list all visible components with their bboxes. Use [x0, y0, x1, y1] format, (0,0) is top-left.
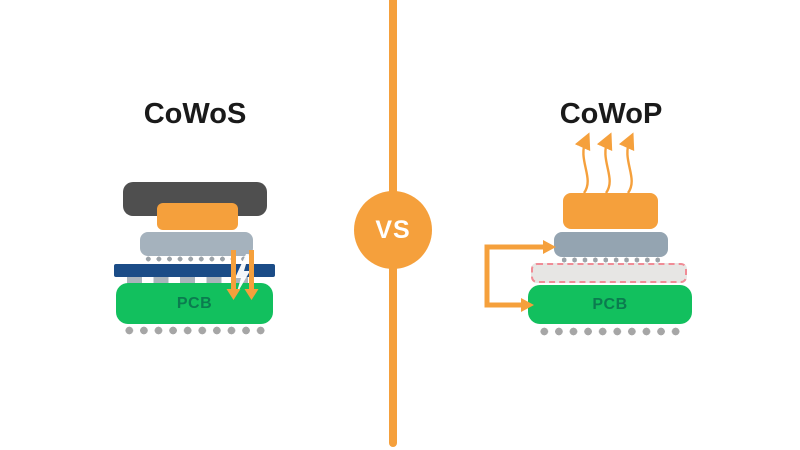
cowop-title: CoWoP	[559, 98, 663, 130]
lightning-icon	[235, 254, 250, 295]
cowos-die	[157, 203, 238, 230]
cowos-solder-pads	[127, 277, 248, 283]
cowos-solder-balls	[122, 326, 268, 335]
bracket-arrow-icon	[484, 240, 556, 312]
cowop-solder-balls	[537, 327, 683, 336]
cowop-micro-bumps	[559, 257, 663, 263]
cowop-pcb-label: PCB	[592, 295, 628, 313]
cowop-die	[563, 193, 658, 229]
cowos-title: CoWoS	[143, 98, 247, 130]
cowop-redistribution-layer	[554, 232, 668, 257]
cowop-removed-interposer	[531, 263, 687, 283]
cowos-pcb-label: PCB	[176, 294, 213, 312]
down-arrow-icon	[226, 250, 241, 300]
vs-label: VS	[375, 215, 411, 244]
cowos-micro-bumps	[143, 256, 249, 262]
vs-badge: VS	[354, 191, 432, 269]
heat-waves-icon	[575, 132, 635, 194]
cowop-pcb: PCB	[528, 285, 692, 324]
down-arrow-icon	[244, 250, 259, 300]
cowos-signal-path-overlay	[226, 250, 259, 300]
